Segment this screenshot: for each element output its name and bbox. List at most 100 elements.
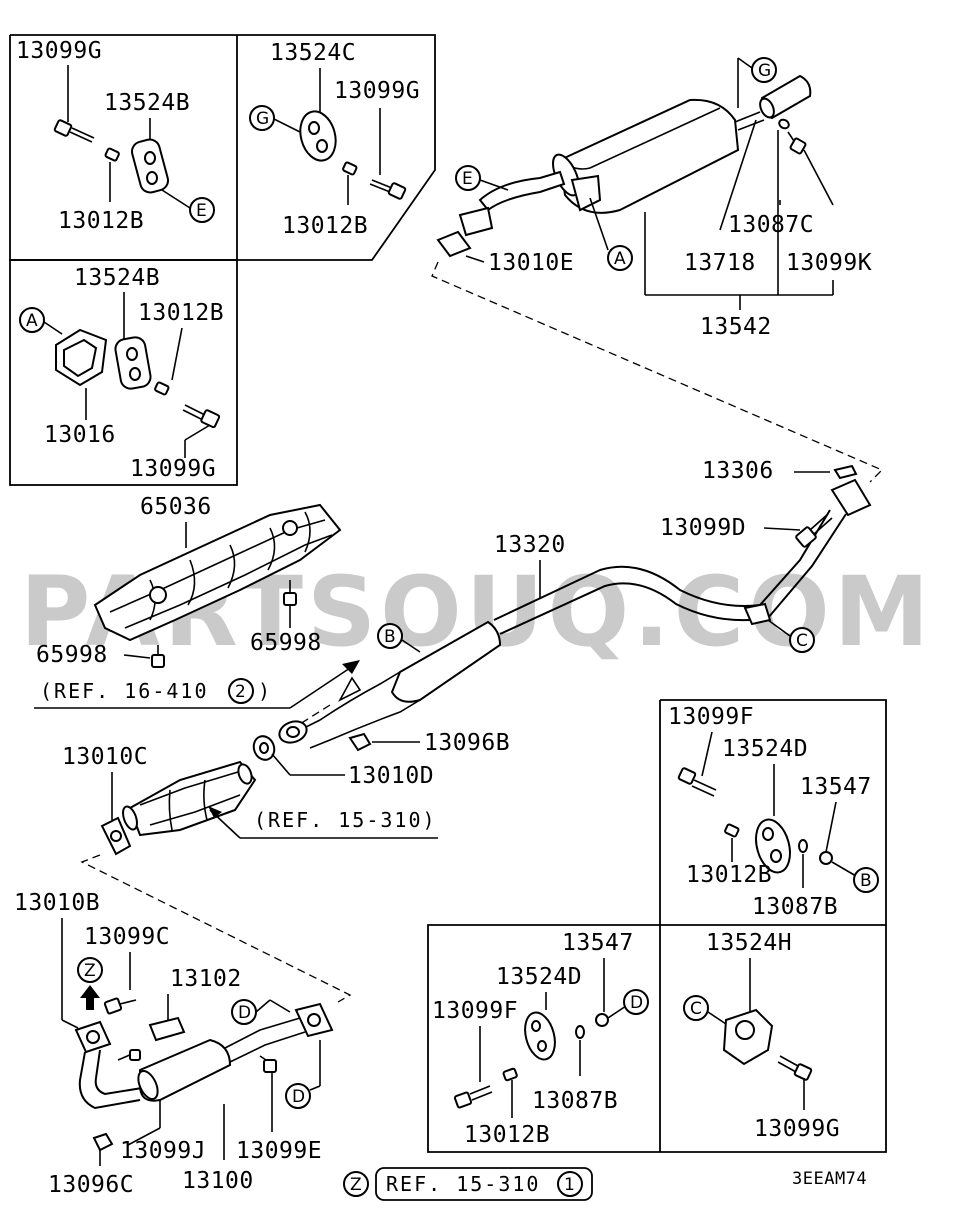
part-13099G-b[interactable]: 13099G — [334, 78, 420, 104]
part-65998-b[interactable]: 65998 — [250, 630, 322, 656]
main-muffler[interactable] — [458, 74, 812, 237]
part-13099G-d[interactable]: 13099G — [754, 1116, 840, 1142]
callout-D — [285, 1083, 311, 1109]
frame-bottom-right — [427, 699, 887, 1153]
leader — [763, 527, 801, 531]
rubber-hanger-icon — [130, 138, 170, 194]
bolt-icon — [453, 1085, 493, 1109]
leader — [184, 424, 211, 441]
part-13087B-b[interactable]: 13087B — [532, 1088, 618, 1114]
part-13010C[interactable]: 13010C — [62, 744, 148, 770]
part-13524D-a[interactable]: 13524D — [722, 736, 808, 762]
part-13524C[interactable]: 13524C — [270, 40, 356, 66]
callout-C-label: C — [690, 999, 702, 1019]
part-13099E[interactable]: 13099E — [236, 1138, 322, 1164]
part-13099G-a[interactable]: 13099G — [16, 38, 102, 64]
part-13524D-b[interactable]: 13524D — [496, 964, 582, 990]
bracket-13524H[interactable] — [722, 1008, 774, 1066]
arrow-icon — [342, 660, 360, 674]
part-13524B-b[interactable]: 13524B — [74, 265, 160, 291]
part-13306[interactable]: 13306 — [702, 458, 774, 484]
part-13099F-a[interactable]: 13099F — [668, 704, 754, 730]
part-65998-a[interactable]: 65998 — [36, 642, 108, 668]
pin-icon — [104, 147, 120, 162]
part-13096C[interactable]: 13096C — [48, 1172, 134, 1198]
arrow-icon — [208, 806, 222, 818]
part-13524H[interactable]: 13524H — [706, 930, 792, 956]
leader — [43, 321, 63, 335]
ref-circle-2 — [228, 678, 254, 704]
part-13012B-e[interactable]: 13012B — [464, 1122, 550, 1148]
part-13099C[interactable]: 13099C — [84, 924, 170, 950]
dashed-route — [80, 854, 352, 1003]
callout-A-label: A — [614, 249, 626, 269]
pin-icon — [154, 381, 170, 396]
part-13087B-a[interactable]: 13087B — [752, 894, 838, 920]
nut-icon — [595, 1013, 609, 1027]
part-13547-a[interactable]: 13547 — [800, 774, 872, 800]
part-13099K[interactable]: 13099K — [786, 250, 872, 276]
callout-B-label: B — [860, 871, 872, 891]
part-13320[interactable]: 13320 — [494, 532, 566, 558]
leader — [309, 1085, 321, 1091]
part-13099G-c[interactable]: 13099G — [130, 456, 216, 482]
part-13010D[interactable]: 13010D — [348, 763, 434, 789]
ref-16-410[interactable]: (REF. 16-410 — [40, 679, 209, 703]
catalytic-converter[interactable] — [120, 760, 257, 837]
part-13100[interactable]: 13100 — [182, 1168, 254, 1194]
gasket-13010D[interactable] — [250, 733, 277, 762]
heat-shield[interactable] — [93, 503, 342, 642]
part-13010B[interactable]: 13010B — [14, 890, 100, 916]
leader — [479, 179, 509, 191]
leader — [271, 117, 301, 133]
part-13096B[interactable]: 13096B — [424, 730, 510, 756]
leader — [831, 861, 857, 877]
callout-B — [853, 867, 879, 893]
bolt-icon — [53, 119, 95, 143]
bolt-icon — [369, 179, 407, 200]
callout-G-label: G — [256, 109, 269, 129]
bolt-icon — [787, 131, 807, 155]
center-pipe[interactable] — [299, 478, 872, 749]
part-13547-b[interactable]: 13547 — [562, 930, 634, 956]
part-13010E[interactable]: 13010E — [488, 250, 574, 276]
pin-icon — [342, 161, 358, 176]
part-13012B-a[interactable]: 13012B — [58, 208, 144, 234]
part-13102[interactable]: 13102 — [170, 966, 242, 992]
frame-hanger-a — [9, 259, 238, 486]
part-13012B-b[interactable]: 13012B — [282, 213, 368, 239]
clamp-13306[interactable] — [833, 464, 858, 480]
washer-icon — [575, 1025, 585, 1039]
leader — [589, 197, 609, 251]
callout-Z — [77, 957, 103, 983]
callout-C — [789, 627, 815, 653]
part-13099D[interactable]: 13099D — [660, 515, 746, 541]
part-13524B-a[interactable]: 13524B — [104, 90, 190, 116]
part-13012B-d[interactable]: 13012B — [686, 862, 772, 888]
part-13012B-c[interactable]: 13012B — [138, 300, 224, 326]
bolt-icon — [259, 1055, 277, 1073]
bolt-icon — [182, 404, 221, 429]
part-13542[interactable]: 13542 — [700, 314, 772, 340]
part-13718[interactable]: 13718 — [684, 250, 756, 276]
front-pipe[interactable] — [74, 1002, 334, 1110]
ref-15-310-a[interactable]: (REF. 15-310) — [254, 808, 437, 832]
gasket-13010C[interactable] — [100, 816, 132, 856]
part-13087C[interactable]: 13087C — [728, 212, 814, 238]
part-13016[interactable]: 13016 — [44, 422, 116, 448]
leader — [255, 999, 271, 1013]
leader — [719, 119, 757, 231]
part-65036[interactable]: 65036 — [140, 494, 212, 520]
part-13099J[interactable]: 13099J — [120, 1138, 206, 1164]
ref-circle-1 — [557, 1171, 583, 1197]
bolt-icon — [117, 1049, 141, 1061]
ref-15-310-b[interactable]: REF. 15-310 — [386, 1172, 540, 1196]
callout-D-label: D — [630, 993, 643, 1013]
leader — [701, 731, 713, 777]
bracket-13102[interactable] — [148, 1016, 186, 1042]
gasket-13010E[interactable] — [436, 230, 472, 258]
rubber-hanger-icon — [299, 110, 337, 162]
bolt-icon — [677, 767, 717, 797]
part-13099F-b[interactable]: 13099F — [432, 998, 518, 1024]
